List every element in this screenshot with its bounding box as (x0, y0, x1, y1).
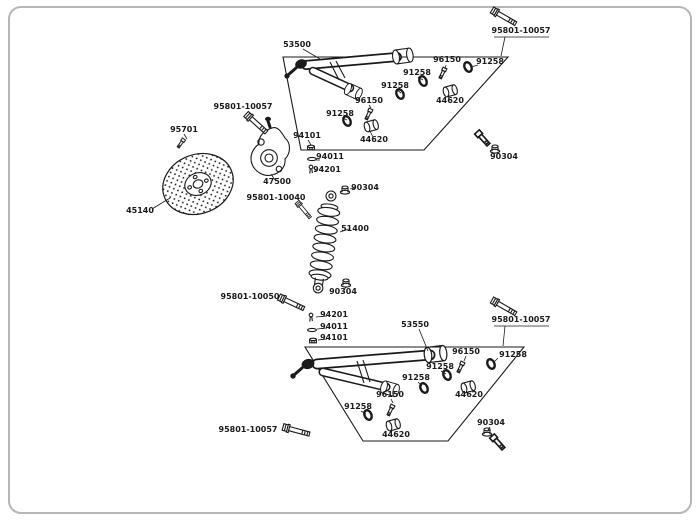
lower-control-arm (290, 344, 449, 398)
page-border (8, 6, 692, 514)
upper-control-arm (284, 47, 415, 101)
part-labels: 95801-10057 53500 96150 91258 91258 9125… (126, 26, 550, 439)
leader-lines (151, 36, 549, 431)
part-label: 51400 (341, 224, 369, 233)
part-label: 94201 (320, 310, 348, 319)
part-label: 91258 (403, 68, 431, 77)
part-label: 91258 (426, 362, 454, 371)
lower-arm-assembly-frame (304, 346, 526, 442)
part-label: 91258 (499, 350, 527, 359)
part-label: 95801-10057 (219, 425, 278, 434)
part-label: 95801-10050 (221, 292, 280, 301)
part-label: 95801-10057 (492, 315, 551, 324)
part-label: 95801-10057 (492, 26, 551, 35)
nut-90304 (339, 185, 351, 195)
part-label: 96150 (355, 96, 383, 105)
part-label: 91258 (344, 402, 372, 411)
part-label: 47500 (263, 177, 291, 186)
ball-joint-stud (265, 116, 271, 122)
brake-disc (162, 152, 234, 216)
washer-94011 (307, 156, 317, 162)
shock-bottom-eye (312, 282, 324, 294)
part-label: 94101 (320, 333, 348, 342)
part-label: 44620 (455, 390, 483, 399)
part-label: 44620 (360, 135, 388, 144)
part-label: 90304 (351, 183, 379, 192)
part-label: 44620 (382, 430, 410, 439)
part-label: 96150 (376, 390, 404, 399)
part-label: 94011 (316, 152, 344, 161)
nut-90304 (481, 427, 493, 437)
upper-arm-assembly-frame (282, 56, 510, 151)
part-label: 96150 (452, 347, 480, 356)
shock-absorber (308, 190, 341, 294)
part-label: 94101 (293, 131, 321, 140)
washer-94011 (307, 327, 317, 333)
nut-94101 (307, 144, 315, 151)
part-label: 90304 (477, 418, 505, 427)
part-label: 91258 (402, 373, 430, 382)
part-label: 94201 (313, 165, 341, 174)
part-label: 53500 (283, 40, 311, 49)
shock-top-eye (325, 190, 337, 202)
ball-joint (295, 59, 307, 69)
part-label: 95801-10057 (214, 102, 273, 111)
part-label: 91258 (326, 109, 354, 118)
part-label: 95801-10040 (247, 193, 306, 202)
nut-94101 (309, 337, 317, 344)
part-label: 91258 (381, 81, 409, 90)
part-label: 90304 (490, 152, 518, 161)
part-label: 91258 (476, 57, 504, 66)
part-label: 96150 (433, 55, 461, 64)
part-label: 45140 (126, 206, 154, 215)
part-label: 95701 (170, 125, 198, 134)
steering-knuckle (250, 116, 291, 176)
part-label: 94011 (320, 322, 348, 331)
coil-spring (317, 206, 341, 217)
part-label: 90304 (329, 287, 357, 296)
part-label: 44620 (436, 96, 464, 105)
nut-90304 (340, 278, 352, 288)
part-label: 53550 (401, 320, 429, 329)
ball-joint (301, 358, 315, 370)
